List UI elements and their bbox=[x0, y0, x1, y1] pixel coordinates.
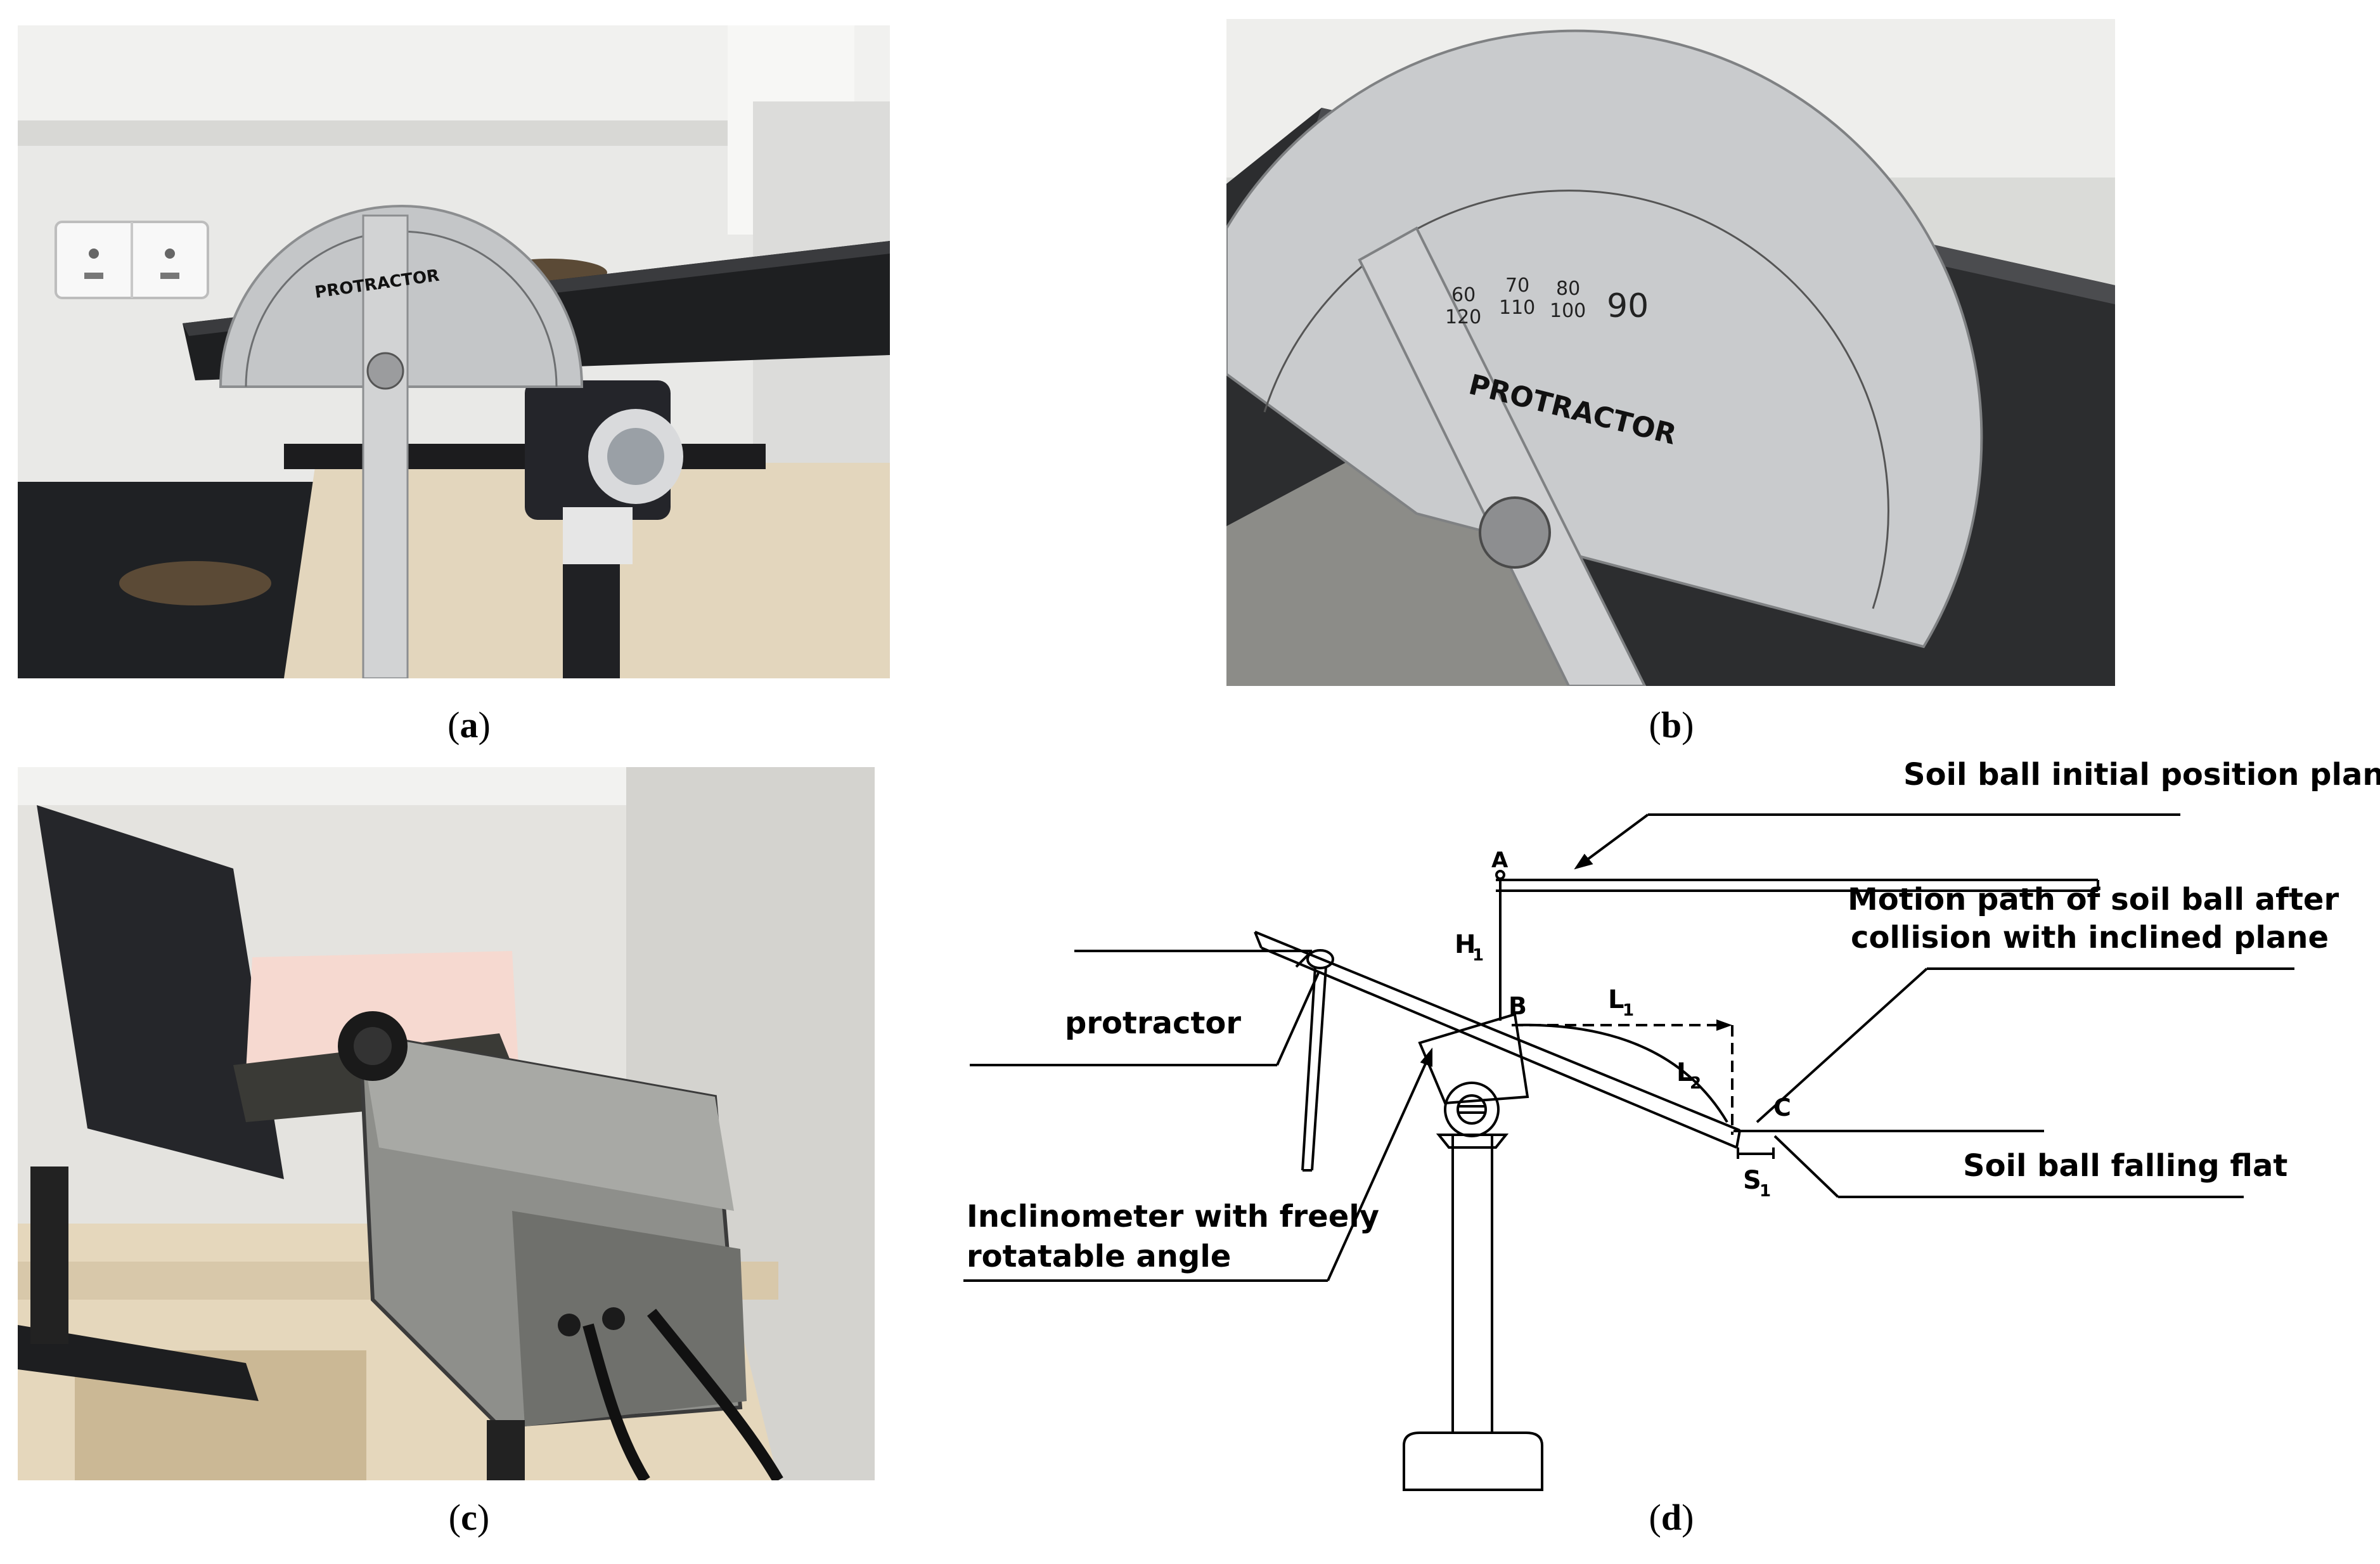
scale-100: 100 bbox=[1550, 300, 1586, 322]
photo-b: PROTRACTOR 90 60 120 70 110 80 100 bbox=[1226, 19, 2115, 686]
scale-70: 70 bbox=[1505, 275, 1529, 297]
caption-d: (d) bbox=[1649, 1497, 1694, 1538]
high-speed-camera-icon bbox=[338, 1011, 783, 1480]
svg-text:1: 1 bbox=[1472, 946, 1484, 965]
scale-60: 60 bbox=[1451, 284, 1476, 306]
stand-column bbox=[1451, 1134, 1493, 1434]
label-motion-path-2: collision with inclined plane bbox=[1851, 920, 2329, 955]
inclinometer-head bbox=[1418, 1012, 1529, 1105]
caption-a: (a) bbox=[447, 704, 491, 746]
photo-c bbox=[18, 767, 875, 1480]
symbol-l2: L 2 bbox=[1676, 1058, 1701, 1093]
point-b: B bbox=[1508, 992, 1527, 1020]
scale-110: 110 bbox=[1499, 297, 1535, 319]
leader-protractor bbox=[1276, 973, 1320, 1066]
label-falling-flat: Soil ball falling flat bbox=[1963, 1148, 2287, 1184]
scale-80: 80 bbox=[1556, 278, 1580, 300]
point-c: C bbox=[1773, 1094, 1791, 1121]
svg-text:L: L bbox=[1676, 1058, 1693, 1087]
leader-falling-flat bbox=[1773, 1135, 1839, 1198]
svg-text:1: 1 bbox=[1623, 1001, 1634, 1020]
symbol-h1: H 1 bbox=[1455, 930, 1484, 965]
svg-text:S: S bbox=[1743, 1166, 1761, 1195]
protractor-rod bbox=[1301, 966, 1316, 1171]
svg-text:H: H bbox=[1455, 930, 1476, 959]
label-inclinometer-1: Inclinometer with freely bbox=[967, 1199, 1379, 1234]
inclined-plane bbox=[1254, 931, 1740, 1132]
svg-text:2: 2 bbox=[1690, 1074, 1701, 1093]
stand-base bbox=[1403, 1432, 1543, 1491]
wall-outlet-icon bbox=[55, 221, 209, 299]
svg-text:1: 1 bbox=[1759, 1182, 1771, 1201]
leader-motion-path bbox=[1756, 967, 1928, 1123]
scale-90: 90 bbox=[1607, 287, 1649, 325]
protractor-icon: PROTRACTOR bbox=[219, 205, 584, 678]
symbol-s1: S 1 bbox=[1743, 1166, 1771, 1201]
svg-text:L: L bbox=[1608, 985, 1624, 1014]
label-protractor: protractor bbox=[1065, 1005, 1241, 1041]
leader-inclinometer bbox=[1327, 1050, 1432, 1281]
caption-b: (b) bbox=[1649, 704, 1694, 746]
experiment-schematic: Soil ball initial position plane Motion … bbox=[963, 757, 2380, 1491]
leader-initial-plane bbox=[1576, 813, 1649, 869]
l2-path bbox=[1511, 1023, 1728, 1123]
scale-120: 120 bbox=[1445, 306, 1481, 328]
label-motion-path-1: Motion path of soil ball after bbox=[1848, 882, 2339, 917]
label-initial-plane: Soil ball initial position plane bbox=[1903, 757, 2380, 792]
caption-c: (c) bbox=[448, 1497, 490, 1538]
symbol-l1: L 1 bbox=[1608, 985, 1634, 1020]
label-inclinometer-2: rotatable angle bbox=[967, 1239, 1231, 1274]
photo-a: PROTRACTOR bbox=[18, 25, 890, 678]
point-a: A bbox=[1491, 848, 1508, 873]
protractor-icon: PROTRACTOR 90 60 120 70 110 80 100 bbox=[1226, 29, 1983, 686]
